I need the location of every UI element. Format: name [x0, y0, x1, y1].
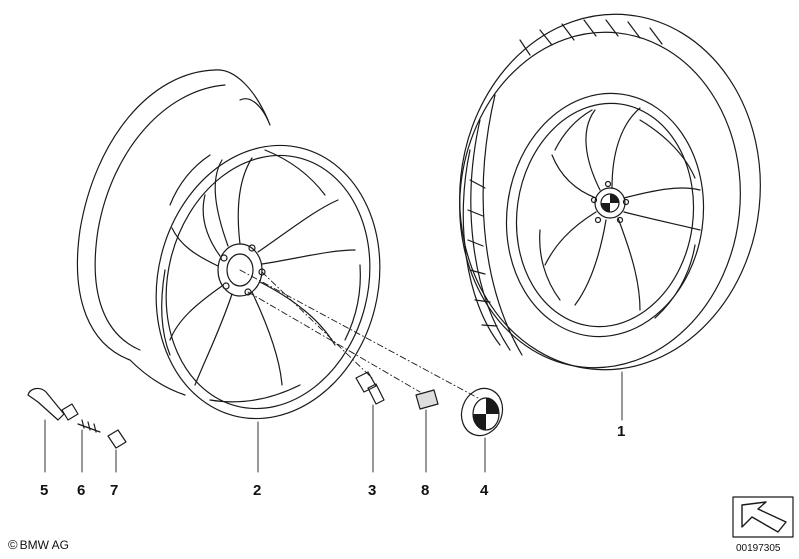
callout-4: 4	[480, 482, 489, 499]
copyright-symbol: ©	[8, 537, 18, 552]
copyright-text: BMW AG	[19, 538, 69, 552]
callout-8: 8	[421, 482, 430, 499]
callout-5: 5	[40, 482, 49, 499]
assembly-lines	[239, 269, 479, 399]
copyright-notice: ©BMW AG	[8, 537, 69, 552]
leader-lines	[44, 371, 623, 473]
direction-arrow-icon	[732, 496, 794, 538]
valve-core-drawing	[77, 419, 101, 433]
callout-3: 3	[368, 482, 377, 499]
hub-cap-drawing	[460, 387, 504, 437]
bmw-roundel-icon	[600, 193, 620, 213]
callout-1: 1	[617, 423, 626, 440]
complete-wheel-drawing	[459, 13, 761, 371]
callout-6: 6	[77, 482, 86, 499]
rim-drawing	[76, 69, 381, 420]
callout-2: 2	[253, 482, 262, 499]
valve-drawing	[27, 387, 79, 421]
figure-id: 00197305	[736, 543, 781, 554]
callout-7: 7	[110, 482, 119, 499]
valve-cap-drawing	[107, 429, 127, 449]
wheel-bolt-drawing	[355, 371, 385, 405]
balance-weight-drawing	[415, 389, 439, 410]
